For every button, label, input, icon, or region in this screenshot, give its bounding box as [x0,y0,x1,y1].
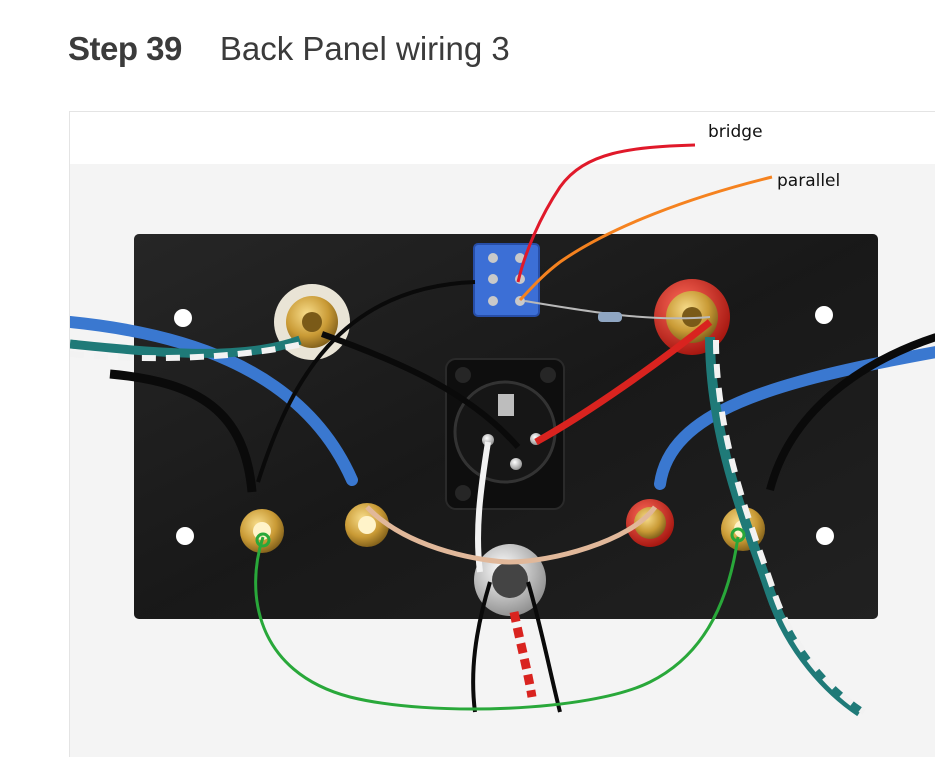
binding-post-top-left-center [302,312,322,332]
white-wire-left [70,341,303,362]
bridge-annotation-line [516,143,696,283]
rca-jack-2-center [358,516,376,534]
black-wire-bottom-left [471,581,492,713]
copper-braid [365,505,658,565]
black-wire-left [109,369,257,493]
xlr-pin-2 [510,458,522,470]
switch-lug-1 [488,253,498,263]
xlr-socket-screw-top-left [455,367,471,383]
rca-jack-3-ring [634,507,666,539]
teal-wire-left [70,335,302,358]
ground-marker-left [255,532,271,548]
red-wire-bottom [509,611,537,698]
resistor-body [598,312,622,322]
black-wire-xlr [320,331,521,449]
black-wire-right [766,333,935,491]
ground-loop-annotation [254,536,740,711]
ground-marker-right [730,527,746,543]
step-photo[interactable]: bridge parallel [69,111,935,757]
switch-lug-3 [488,274,498,284]
xlr-socket-screw-top-right [540,367,556,383]
xlr-socket-screw-bottom-left [455,485,471,501]
dc-jack-inner [492,562,528,598]
red-wire-xlr [534,319,713,446]
step-header: Step 39 Back Panel wiring 3 [68,30,510,82]
black-wire-switch [256,280,476,483]
parallel-label: parallel [777,171,841,191]
mount-hole-bottom-right [816,527,834,545]
photo-top-margin [70,112,935,164]
step-number: Step 39 [68,30,182,67]
xlr-socket-latch [498,394,514,416]
mount-hole-top-left [174,309,192,327]
dpdt-switch-body [473,243,540,317]
switch-lug-5 [488,296,498,306]
blue-wire-left [70,316,358,486]
parallel-annotation-line [518,175,773,302]
bridge-label: bridge [708,122,763,142]
binding-post-top-right-center [682,307,702,327]
white-wire-right [713,339,866,715]
step-title: Back Panel wiring 3 [219,30,510,67]
mount-hole-bottom-left [176,527,194,545]
black-wire-bottom-right [526,581,562,713]
wiring-photo [70,112,935,757]
mount-hole-top-right [815,306,833,324]
